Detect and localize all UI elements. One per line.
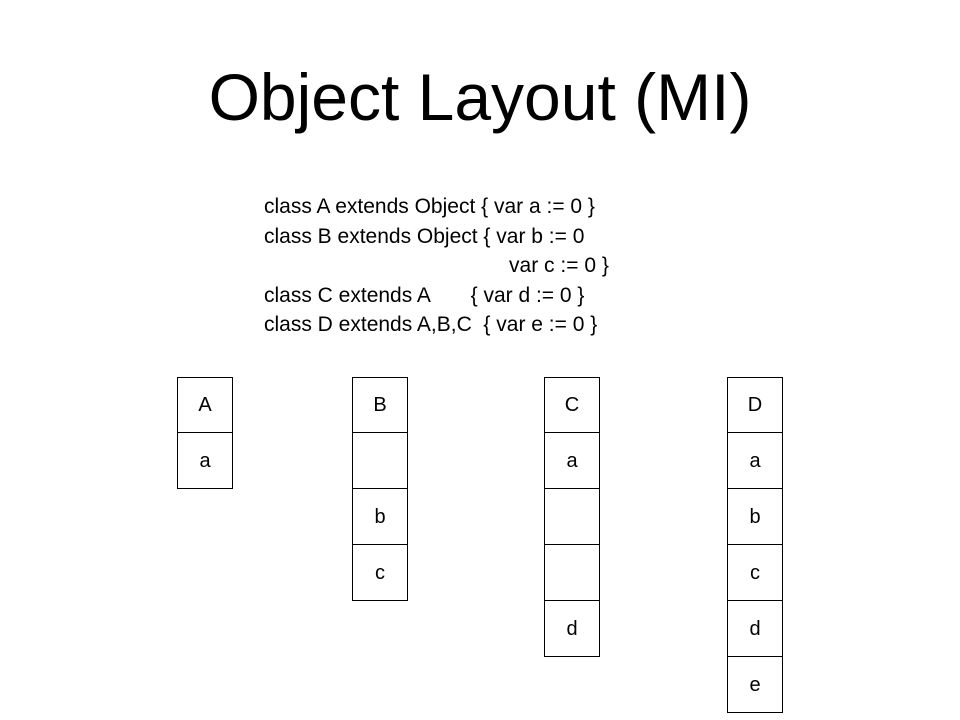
layout-d-field: e [727,657,783,713]
code-line-class-b: class B extends Object { var b := 0 [264,224,585,248]
layout-b-empty-slot [352,433,408,489]
layout-a-header: A [177,377,233,433]
object-layout-d: D a b c d e [727,377,783,713]
layout-c-header: C [544,377,600,433]
layout-d-field: a [727,433,783,489]
layout-d-header: D [727,377,783,433]
code-line-class-d: class D extends A,B,C { var e := 0 } [264,313,598,336]
object-layout-c: C a d [544,377,600,657]
layout-d-field: b [727,489,783,545]
layout-b-field: b [352,489,408,545]
layout-c-field: d [544,601,600,657]
layout-b-field: c [352,545,408,601]
code-line-class-a: class A extends Object { var a := 0 } [264,195,595,218]
code-line-class-c: class C extends A { var d := 0 } [264,283,585,307]
layout-c-empty-slot [544,489,600,545]
object-layout-b: B b c [352,377,408,601]
layout-d-field: c [727,545,783,601]
code-line-class-b-cont: var c := 0 } [264,254,609,277]
layout-c-empty-slot [544,545,600,601]
object-layout-a: A a [177,377,233,489]
layout-d-field: d [727,601,783,657]
slide-title: Object Layout (MI) [208,60,752,134]
layout-b-header: B [352,377,408,433]
layout-c-field: a [544,433,600,489]
layout-a-field: a [177,433,233,489]
class-declarations: class A extends Object { var a := 0 } cl… [264,192,609,340]
